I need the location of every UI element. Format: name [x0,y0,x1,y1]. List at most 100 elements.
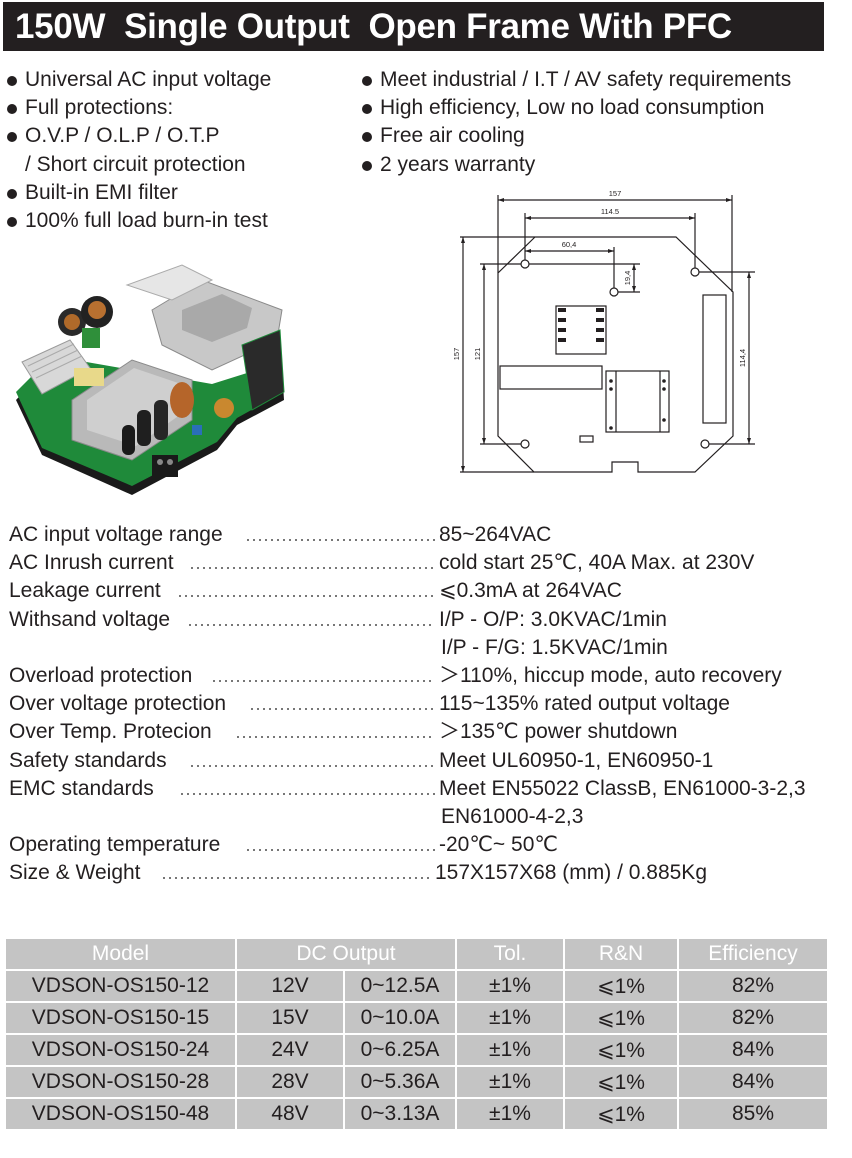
cell-model: VDSON-OS150-24 [4,1033,237,1067]
bullet-icon [7,132,17,143]
bullet-icon [362,160,372,171]
bullet-icon [7,188,17,199]
cell-efficiency: 84% [677,1033,829,1067]
cell-tol: ±1% [455,1033,565,1067]
table-header-row: Model DC Output Tol. R&N Efficiency [4,937,829,971]
leader-dots [161,859,433,888]
model-table: Model DC Output Tol. R&N Efficiency VDSO… [4,937,829,1131]
dim-offset-y: 19,4 [623,271,632,286]
mechanical-drawing: 157 114.5 60,4 19,4 157 121 114,4 [452,189,755,473]
bullet-icon [362,104,372,115]
leader-dots [189,549,435,578]
spec-label: Withsand voltage [9,607,171,631]
feature-item: High efficiency, Low no load consumption [361,94,791,122]
cell-voltage: 24V [235,1033,345,1067]
dim-hole-spacing-y-left: 121 [473,348,482,361]
feature-item: Free air cooling [361,122,791,150]
cell-voltage: 15V [235,1001,345,1035]
leader-dots [189,746,435,775]
spec-row: EMC standards Meet EN55022 ClassB, EN6100… [9,774,849,803]
bullet-icon [7,76,17,86]
page-title: 150W Single Output Open Frame With PFC [3,2,824,51]
table-row: VDSON-OS150-12 12V 0~12.5A ±1% ⩽1% 82% [4,969,829,1003]
spec-label: Overload protection [9,663,193,687]
header-dc-output: DC Output [235,937,457,971]
spec-value: -20℃~ 50℃ [439,833,558,857]
header-rn: R&N [563,937,679,971]
spec-row: Withsand voltage I/P - O/P: 3.0KVAC/1min [9,605,849,634]
spec-row-continuation: EN61000-4-2,3 [9,803,849,831]
leader-dots [249,690,435,719]
feature-list-left: Universal AC input voltage Full protecti… [6,66,271,235]
bullet-icon [7,104,17,115]
bullet-icon [362,76,372,86]
cell-rn: ⩽1% [563,1065,679,1099]
leader-dots [187,605,435,634]
spec-label: EMC standards [9,776,154,800]
table-row: VDSON-OS150-48 48V 0~3.13A ±1% ⩽1% 85% [4,1097,829,1131]
dim-left-height: 157 [452,348,461,361]
table-row: VDSON-OS150-28 28V 0~5.36A ±1% ⩽1% 84% [4,1065,829,1099]
feature-item: Meet industrial / I.T / AV safety requir… [361,66,791,94]
cell-voltage: 12V [235,969,345,1003]
dim-offset-x: 60,4 [562,240,577,249]
spec-value: ＞135℃ power shutdown [439,720,678,744]
spec-value: 115~135% rated output voltage [439,692,730,716]
spec-value: ⩽0.3mA at 264VAC [439,579,622,603]
feature-item: Full protections: [6,94,271,122]
spec-label: Safety standards [9,748,167,772]
dim-top-width: 157 [609,189,622,198]
dim-hole-spacing-x: 114.5 [601,207,619,216]
cell-tol: ±1% [455,1097,565,1131]
cell-efficiency: 84% [677,1065,829,1099]
leader-dots [211,661,435,690]
spec-value: ＞110%, hiccup mode, auto recovery [439,663,782,687]
spec-value: EN61000-4-2,3 [441,804,584,828]
spec-row: Over Temp. Protecion ＞135℃ power shutdown [9,718,849,747]
spec-row: Leakage current ⩽0.3mA at 264VAC [9,577,849,606]
spec-label: Leakage current [9,579,161,603]
feature-item: O.V.P / O.L.P / O.T.P [6,122,271,150]
feature-item-continuation: / Short circuit protection [25,152,246,176]
cell-rn: ⩽1% [563,1001,679,1035]
leader-dots [177,577,435,606]
spec-row: Overload protection ＞110%, hiccup mode, a… [9,661,849,690]
leader-dots [245,831,435,860]
cell-efficiency: 82% [677,969,829,1003]
cell-model: VDSON-OS150-12 [4,969,237,1003]
spec-label: Over voltage protection [9,692,227,716]
cell-model: VDSON-OS150-28 [4,1065,237,1099]
cell-efficiency: 85% [677,1097,829,1131]
spec-value: I/P - F/G: 1.5KVAC/1min [441,635,668,659]
cell-tol: ±1% [455,1001,565,1035]
cell-rn: ⩽1% [563,1033,679,1067]
table-row: VDSON-OS150-24 24V 0~6.25A ±1% ⩽1% 84% [4,1033,829,1067]
product-photo [16,264,285,495]
cell-current: 0~10.0A [343,1001,457,1035]
cell-tol: ±1% [455,1065,565,1099]
cell-current: 0~6.25A [343,1033,457,1067]
spec-label: Over Temp. Protecion [9,720,212,744]
header-tol: Tol. [455,937,565,971]
spec-value: 85~264VAC [439,523,552,546]
feature-list-right: Meet industrial / I.T / AV safety requir… [361,66,791,179]
cell-voltage: 48V [235,1097,345,1131]
spec-label: AC Inrush current [9,551,174,575]
cell-current: 0~12.5A [343,969,457,1003]
cell-current: 0~3.13A [343,1097,457,1131]
leader-dots [235,718,435,747]
spec-value: Meet EN55022 ClassB, EN61000-3-2,3 [439,776,806,800]
feature-item: Built-in EMI filter [6,179,271,207]
cell-current: 0~5.36A [343,1065,457,1099]
header-efficiency: Efficiency [677,937,829,971]
cell-model: VDSON-OS150-48 [4,1097,237,1131]
spec-row-continuation: I/P - F/G: 1.5KVAC/1min [9,634,849,662]
cell-rn: ⩽1% [563,969,679,1003]
leader-dots [245,521,435,549]
spec-label: Operating temperature [9,833,221,857]
spec-value: Meet UL60950-1, EN60950-1 [439,748,714,772]
